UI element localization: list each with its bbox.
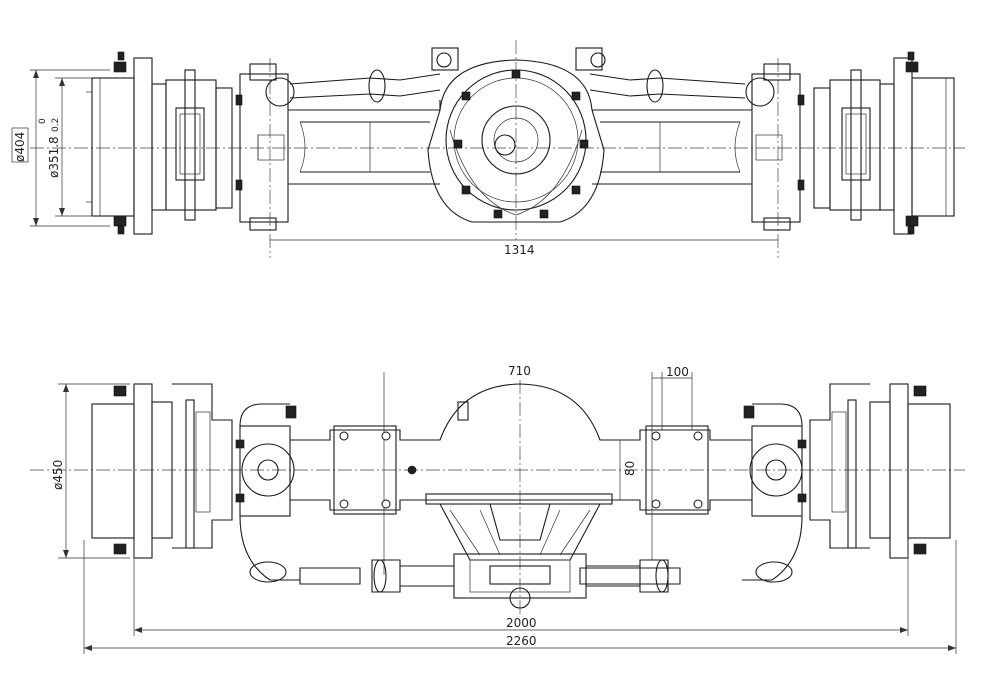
front-view: ø450 710 100 80 2000 xyxy=(30,364,965,654)
center-offset-dimension: 710 xyxy=(508,364,531,378)
right-brake-drum-front xyxy=(742,383,951,583)
overall-width-label: 2260 xyxy=(506,634,537,648)
carrier-bolts-top xyxy=(453,69,589,219)
left-brake-drum-top xyxy=(86,57,289,235)
flange-track-label: 2000 xyxy=(506,616,537,630)
diameter-dimensions: ø404 ø351.8 0 0.2 xyxy=(11,69,110,227)
spring-track-label: 1314 xyxy=(504,243,535,257)
outer-diameter-label: ø404 xyxy=(13,132,27,162)
left-hub-bolts-top xyxy=(113,51,243,235)
right-brake-drum-top xyxy=(751,57,955,235)
pad-height-label: 80 xyxy=(623,461,637,476)
top-view: ø404 ø351.8 0 0.2 1314 xyxy=(11,40,965,258)
pilot-tol-upper: 0 xyxy=(38,118,48,124)
pilot-diameter-label: ø351.8 xyxy=(47,136,61,178)
right-hub-bolts-top xyxy=(797,51,919,235)
center-offset-label: 710 xyxy=(508,364,531,378)
overall-width-dimension: 2260 xyxy=(83,540,957,654)
pad-width-dimension: 100 xyxy=(652,365,693,430)
left-brake-drum-front xyxy=(91,383,300,583)
right-hub-bolts-front xyxy=(743,385,927,555)
wheel-diameter-dimension: ø450 xyxy=(51,383,130,559)
pilot-tol-lower: 0.2 xyxy=(51,118,61,132)
axle-housing-front xyxy=(290,383,752,515)
spring-track-dimension: 1314 xyxy=(270,239,778,257)
axle-housing-top xyxy=(288,100,752,185)
differential-front xyxy=(299,493,681,609)
left-hub-bolts-front xyxy=(113,385,297,555)
pad-height-dimension: 80 xyxy=(619,440,637,500)
wheel-diameter-label: ø450 xyxy=(51,460,65,490)
tie-rod-top xyxy=(265,69,775,107)
pad-width-label: 100 xyxy=(666,365,689,379)
flange-track-dimension: 2000 xyxy=(133,540,909,636)
